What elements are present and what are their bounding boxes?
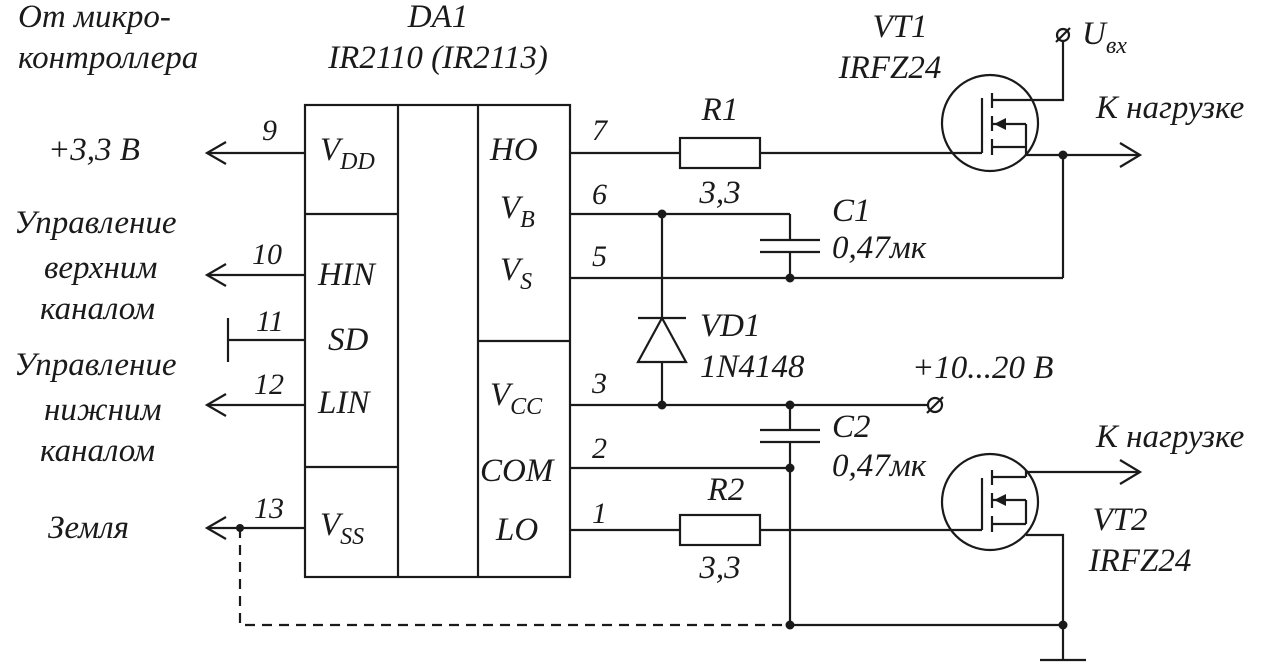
c1-value: 0,47мк (832, 230, 927, 266)
lower-control-label-1: Управление (14, 347, 177, 383)
vdd-wire (204, 141, 305, 165)
ic-body (303, 103, 572, 579)
pin-sd-name: SD (328, 322, 369, 358)
lower-control-label-3: каналом (40, 433, 155, 469)
r2-resistor (678, 513, 762, 547)
pin-12-number: 12 (254, 368, 284, 401)
vt2-mosfet (785, 452, 1143, 662)
pin-vs-name: VS (500, 252, 532, 295)
r1-ref: R1 (701, 92, 739, 128)
pin-vcc-name: VCC (490, 377, 543, 420)
pin-2-number: 2 (592, 432, 607, 465)
c2-capacitor (760, 405, 820, 625)
r1-value: 3,3 (698, 175, 740, 211)
pin-6-number: 6 (592, 178, 607, 211)
r2-ref: R2 (707, 472, 745, 508)
pin-3-number: 3 (591, 367, 607, 400)
load-top-label: К нагрузке (1095, 90, 1244, 126)
pin-9-number: 9 (262, 114, 277, 147)
pin-1-number: 1 (592, 497, 607, 530)
from-mcu-label-2: контроллера (18, 40, 198, 76)
ic-ref-label: DA1 (407, 0, 469, 35)
c2-ref: C2 (832, 409, 871, 445)
pin-vss-name: VSS (320, 507, 364, 550)
vs-wire (570, 155, 1065, 283)
vt1-part: IRFZ24 (838, 50, 942, 86)
supply-3v3-label: +3,3 В (48, 132, 140, 168)
load-bottom-label: К нагрузке (1095, 419, 1244, 455)
pin-7-number: 7 (592, 114, 609, 147)
pin-11-number: 11 (256, 305, 284, 338)
pin-lin-name: LIN (317, 385, 371, 421)
pin-vb-name: VB (500, 190, 535, 233)
pin-ho-name: HO (489, 132, 538, 168)
vd1-diode (636, 214, 688, 405)
c2-value: 0,47мк (832, 448, 927, 484)
c1-ref: C1 (832, 193, 871, 229)
upper-control-label-3: каналом (40, 291, 155, 327)
ic-part-label: IR2110 (IR2113) (327, 40, 548, 76)
upper-control-label-1: Управление (14, 205, 177, 241)
vt1-ref: VT1 (872, 9, 927, 45)
from-mcu-label-1: От микро- (18, 0, 171, 35)
vt2-part: IRFZ24 (1088, 543, 1192, 579)
lower-control-label-2: нижним (44, 392, 162, 428)
upper-control-label-2: верхним (44, 250, 157, 286)
ground-dashed-link (238, 528, 790, 627)
uin-label: Uвх (1082, 16, 1127, 59)
vcc-wire (570, 396, 944, 414)
pin-hin-name: HIN (317, 257, 377, 293)
r1-resistor (678, 136, 762, 170)
sd-wire (226, 318, 305, 362)
pin-com-name: COM (480, 453, 555, 489)
c1-capacitor (760, 238, 820, 278)
pin-5-number: 5 (592, 240, 607, 273)
vd1-part: 1N4148 (700, 349, 805, 385)
vt2-ref: VT2 (1092, 502, 1147, 538)
pin-lo-name: LO (495, 512, 538, 548)
com-wire (570, 463, 795, 473)
hin-wire (204, 263, 305, 287)
vd1-ref: VD1 (700, 308, 761, 344)
pin-vdd-name: VDD (320, 132, 375, 175)
vcc-supply-label: +10...20 В (912, 350, 1053, 386)
ground-label: Земля (48, 510, 129, 546)
r2-value: 3,3 (698, 550, 740, 586)
vt1-mosfet (940, 27, 1143, 173)
lin-wire (204, 393, 305, 417)
pin-10-number: 10 (252, 238, 282, 271)
pin-13-number: 13 (254, 492, 284, 525)
vb-wire (570, 209, 792, 240)
